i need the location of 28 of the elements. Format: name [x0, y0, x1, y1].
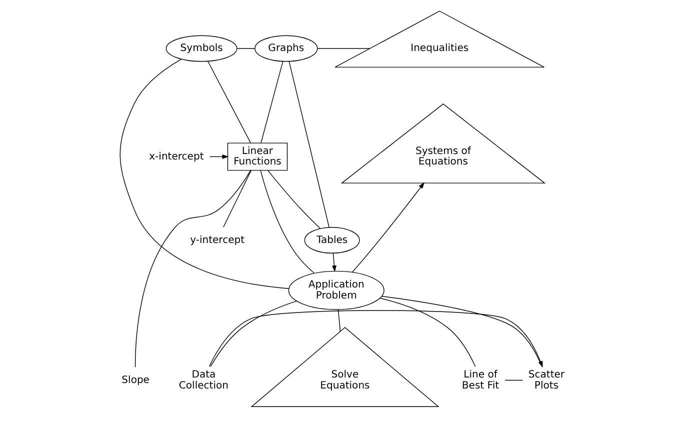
- connector: [380, 298, 476, 367]
- node-text: y-intercept: [190, 234, 245, 246]
- connector: [260, 170, 314, 274]
- arrow: [209, 154, 229, 159]
- connector: [504, 380, 523, 381]
- arrow: [208, 310, 543, 368]
- connector: [338, 309, 341, 332]
- connector: [236, 48, 256, 49]
- node-text: Scatter Plots: [528, 370, 565, 392]
- node-ellipse: Symbols: [166, 35, 238, 62]
- connector: [288, 61, 330, 228]
- node-text: Data Collection: [178, 370, 228, 392]
- connector: [267, 170, 320, 229]
- connector: [208, 60, 251, 144]
- node-box: Linear Functions: [227, 142, 288, 171]
- connector: [223, 170, 252, 228]
- node-text: Line of Best Fit: [462, 370, 500, 392]
- node-text: x-intercept: [149, 151, 204, 162]
- connector: [210, 300, 297, 367]
- node-text: Slope: [122, 374, 150, 386]
- node-ellipse: Application Problem: [288, 270, 384, 310]
- connector: [260, 61, 284, 144]
- arrow: [332, 252, 336, 272]
- node-ellipse: Tables: [304, 226, 360, 254]
- arrow: [352, 182, 425, 272]
- connector: [381, 296, 542, 367]
- node-ellipse: Graphs: [254, 35, 318, 62]
- connector: [317, 48, 370, 49]
